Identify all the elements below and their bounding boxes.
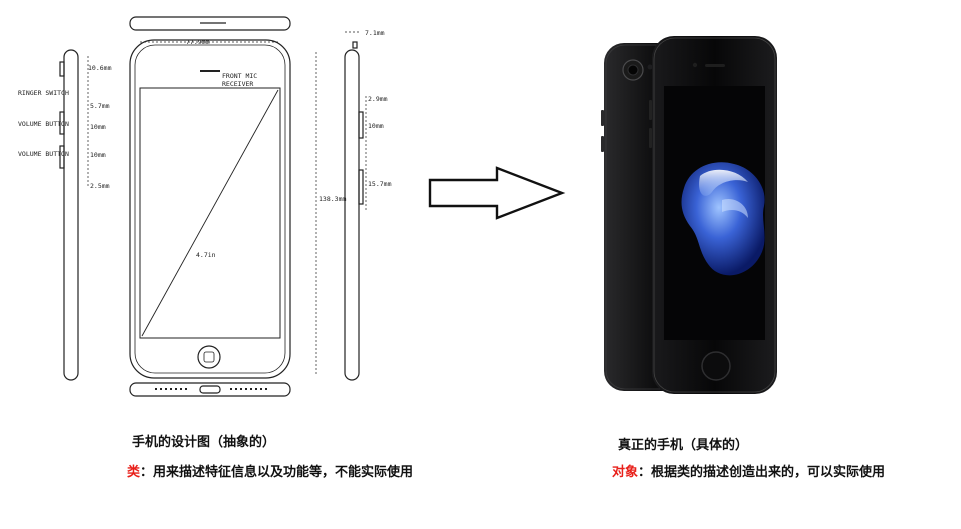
bottom-edge-view [129, 382, 291, 397]
dimension-lines [87, 31, 367, 374]
left-caption-title: 手机的设计图（抽象的） [132, 435, 276, 450]
dim-bottom-gap: 2.5mm [90, 182, 110, 190]
dim-side-button-2: 15.7mm [368, 180, 392, 188]
dim-vol-up: 10mm [90, 123, 106, 131]
right-arrow [428, 166, 566, 220]
left-caption-term: 类 [127, 465, 141, 480]
left-side-view [59, 49, 79, 381]
left-caption-line: 类：用来描述特征信息以及功能等，不能实际使用 [127, 461, 413, 480]
front-view [129, 39, 291, 379]
dim-top-to-switch: 10.6mm [88, 64, 112, 72]
real-phone-photo [601, 36, 777, 394]
dim-depth: 7.1mm [365, 29, 385, 37]
label-front-mic: FRONT MIC [222, 72, 257, 80]
dim-vol-down: 10mm [90, 151, 106, 159]
dim-diagonal: 4.7in [196, 251, 216, 259]
label-ringer: RINGER SWITCH [18, 89, 69, 97]
top-edge-view [129, 16, 291, 31]
right-caption-title: 真正的手机（具体的） [618, 438, 749, 453]
phone-blueprint [59, 16, 367, 397]
dim-width: 77.9mm [186, 38, 210, 46]
phone-front [649, 36, 777, 394]
right-side-view [344, 41, 364, 381]
dim-side-button: 10mm [368, 122, 384, 130]
right-caption-term: 对象 [612, 465, 639, 480]
dim-height: 138.3mm [319, 195, 346, 203]
right-caption-desc: ：根据类的描述创造出来的，可以实际使用 [638, 465, 886, 480]
dim-switch-gap: 5.7mm [90, 102, 110, 110]
label-volume-up: VOLUME BUTTON [18, 120, 69, 128]
diagonal-line [141, 89, 279, 337]
right-caption-line: 对象：根据类的描述创造出来的，可以实际使用 [612, 461, 885, 480]
label-receiver: RECEIVER [222, 80, 253, 88]
dim-side-top: 2.9mm [368, 95, 388, 103]
label-volume-down: VOLUME BUTTON [18, 150, 69, 158]
blueprint-annotations: 77.9mm 7.1mm 138.3mm 10.6mm 5.7mm 10mm 1… [18, 29, 392, 259]
left-caption-desc: ：用来描述特征信息以及功能等，不能实际使用 [140, 465, 414, 480]
